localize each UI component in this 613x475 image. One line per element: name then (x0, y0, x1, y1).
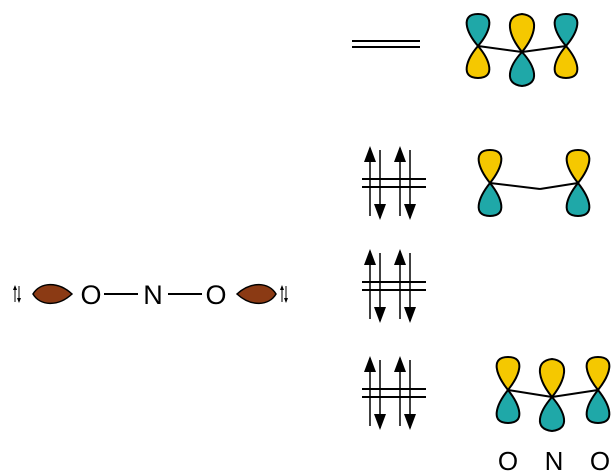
lone-pair-left (13, 283, 74, 305)
energy-level-empty (352, 40, 420, 48)
atom-left-label: O (80, 280, 101, 310)
atom-center-label: N (143, 280, 163, 310)
orbital-label-o-right: O (590, 446, 610, 475)
orbital-label-o-left: O (498, 446, 518, 475)
energy-level-filled-2 (362, 249, 426, 323)
lone-pair-right (235, 283, 288, 305)
orbital-nonbonding (477, 148, 591, 218)
energy-level-filled-3 (362, 356, 426, 430)
orbital-antibonding (465, 12, 579, 88)
orbital-bonding (495, 355, 611, 433)
orbital-label-n: N (545, 446, 564, 475)
atom-right-label: O (205, 280, 226, 310)
energy-level-filled-1 (362, 146, 426, 220)
